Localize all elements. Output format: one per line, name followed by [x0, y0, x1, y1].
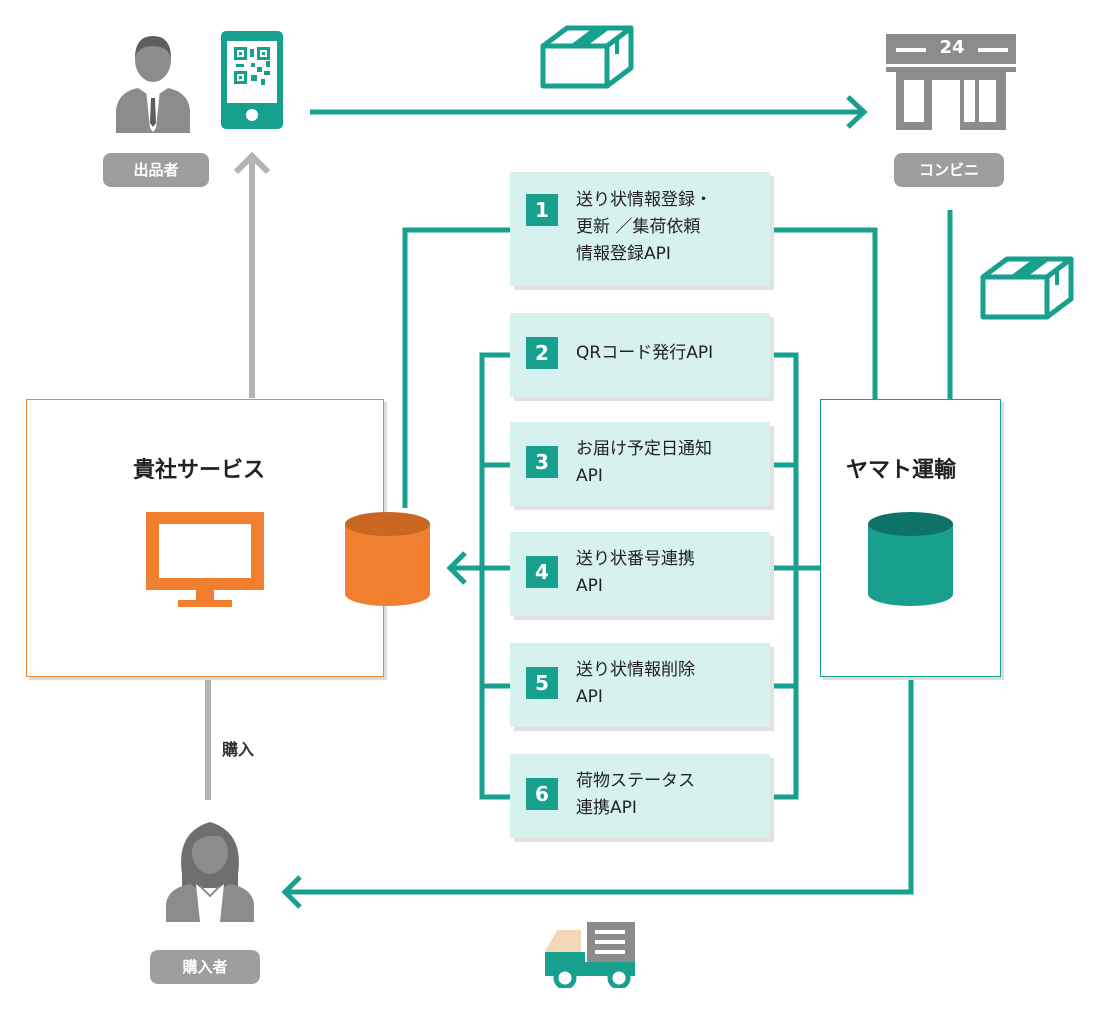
api-label: 送り状情報削除 API [576, 660, 695, 707]
smartphone-qr-icon [221, 31, 283, 129]
database-icon [345, 512, 430, 607]
api-box-4: 4 送り状番号連携 API [510, 532, 770, 616]
package-icon [977, 255, 1077, 321]
api-label: QRコード発行API [576, 343, 714, 363]
purchase-label: 購入 [222, 740, 255, 759]
api-number: 6 [526, 778, 558, 810]
store-label: コンビニ [894, 153, 1004, 187]
api-label: お届け予定日通知 API [576, 439, 712, 486]
person-male-icon [116, 36, 190, 133]
seller-label: 出品者 [103, 153, 209, 187]
package-icon [537, 24, 637, 90]
monitor-icon [146, 512, 264, 607]
buyer-label: 購入者 [150, 950, 260, 984]
api-box-2: 2 QRコード発行API [510, 313, 770, 397]
database-icon [868, 512, 953, 607]
truck-icon [543, 920, 638, 990]
api-box-5: 5 送り状情報削除 API [510, 643, 770, 727]
api-number: 3 [526, 446, 558, 478]
api-number: 2 [526, 337, 558, 369]
person-female-icon [166, 822, 254, 922]
api-number: 5 [526, 667, 558, 699]
api-label: 荷物ステータス 連携API [576, 771, 695, 818]
store-sign: 24 [939, 37, 965, 58]
convenience-store-icon: 24 [886, 34, 1016, 130]
api-box-6: 6 荷物ステータス 連携API [510, 754, 770, 838]
company-service-title: 貴社サービス [133, 458, 266, 483]
yamato-title: ヤマト運輸 [846, 458, 957, 483]
api-box-3: 3 お届け予定日通知 API [510, 422, 770, 506]
seller-icon [108, 28, 198, 133]
api-number: 4 [526, 556, 558, 588]
api-number: 1 [526, 194, 558, 226]
api-label: 送り状情報登録・ 更新 ／集荷依頼 情報登録API [576, 190, 712, 264]
api-box-1: 1 送り状情報登録・ 更新 ／集荷依頼 情報登録API [510, 172, 770, 286]
api-label: 送り状番号連携 API [576, 549, 695, 596]
buyer-icon [160, 812, 260, 922]
